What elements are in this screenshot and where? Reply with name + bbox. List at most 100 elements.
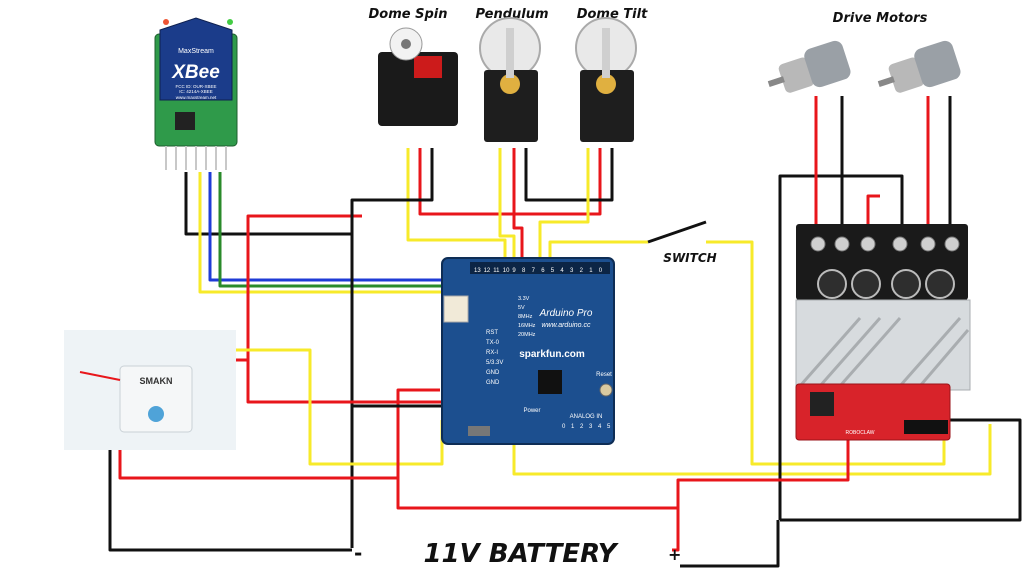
- dome-spin-servo: [378, 27, 458, 126]
- analog-in-label: ANALOG IN: [570, 414, 603, 420]
- power-switch[interactable]: [468, 426, 490, 436]
- controller-header: [904, 420, 948, 434]
- microcontroller-chip: [538, 370, 562, 394]
- digital-pin-label: 12: [484, 268, 491, 274]
- servo-bracket: [580, 70, 634, 142]
- analog-pin-label: 4: [598, 424, 602, 430]
- battery-label: 11V BATTERY: [423, 539, 619, 569]
- reset-label: Reset: [596, 372, 612, 378]
- arduino-title: Arduino Pro: [539, 308, 593, 319]
- xbee-header-pins: [165, 146, 227, 170]
- option-label: 16MHz: [518, 323, 536, 329]
- terminal-screws: [810, 236, 960, 252]
- xbee-yellow-wire: [198, 172, 448, 294]
- arduino-url: www.arduino.cc: [541, 322, 591, 329]
- switch-lever: [647, 220, 707, 244]
- motor-controller: ROBOCLAW: [795, 224, 971, 441]
- left-pin-label: 5/3.3V: [486, 360, 503, 366]
- regulator-brand: SMAKN: [140, 376, 173, 386]
- reset-button[interactable]: [599, 383, 613, 397]
- heatsink: [795, 299, 971, 391]
- battery-plus: +: [668, 545, 681, 564]
- digital-pin-label: 0: [599, 268, 603, 274]
- motor-gearbox: [778, 57, 814, 93]
- xbee-ic: IC: 4214A-XBEE: [179, 89, 213, 94]
- xbee-brand: MaxStream: [178, 48, 214, 55]
- wires: [108, 96, 1022, 568]
- digital-pin-label: 13: [474, 268, 481, 274]
- option-label: 8MHz: [518, 314, 533, 320]
- dome-spin-label: Dome Spin: [369, 7, 448, 22]
- regulator-black-wire: [108, 410, 352, 552]
- digital-pin-label: 11: [493, 268, 500, 274]
- motor-shaft: [877, 76, 895, 87]
- xbee-fcc: FCC ID: OUR-XBEE: [175, 84, 216, 89]
- heatsink-fins: [798, 317, 970, 387]
- power-connector: [443, 295, 469, 323]
- regulator-body: [119, 365, 193, 433]
- left-pin-label: RST: [486, 330, 498, 336]
- regulator-red-wire: [210, 358, 442, 404]
- digital-pin-label: 5: [551, 268, 555, 274]
- xbee-red-wire: [246, 214, 362, 402]
- drive-motor-right: [877, 40, 961, 93]
- left-pin-label: GND: [486, 370, 500, 376]
- motor-can: [804, 40, 851, 88]
- analog-pin-label: 3: [589, 424, 593, 430]
- arduino-pcb: [441, 257, 615, 445]
- battery-red-controller: [676, 436, 850, 508]
- controller-name: ROBOCLAW: [846, 430, 875, 436]
- arduino-yellow-wire: [512, 424, 992, 476]
- shaft: [506, 28, 514, 78]
- xbee-module: MaxStream XBee FCC ID: OUR-XBEE IC: 4214…: [154, 17, 238, 170]
- drive-motor-left: [767, 40, 851, 93]
- digital-pin-label: 6: [541, 268, 545, 274]
- option-label: 5V: [518, 305, 525, 311]
- xbee-black-wire: [184, 172, 352, 236]
- motor-gearbox: [888, 57, 924, 93]
- servo-bracket: [484, 70, 538, 142]
- regulator-logo: [148, 406, 164, 422]
- pendulum-label: Pendulum: [475, 7, 548, 22]
- left-pin-label: TX-0: [486, 340, 500, 346]
- pendulum-black-wire: [524, 148, 614, 202]
- servo-hub: [401, 39, 411, 49]
- digital-pin-label: 9: [512, 268, 516, 274]
- drive-motors-label: Drive Motors: [833, 11, 928, 26]
- regulator-leads: [79, 371, 121, 381]
- xbee-model: XBee: [171, 62, 220, 83]
- dome-spin-black-wire: [350, 148, 434, 548]
- option-label: 3.3V: [518, 296, 530, 302]
- left-pin-label: GND: [486, 380, 500, 386]
- dome-tilt-label: Dome Tilt: [577, 7, 648, 22]
- digital-pin-label: 1: [589, 268, 593, 274]
- servo-gear: [500, 74, 520, 94]
- dome-tilt-yellow-wire: [538, 148, 590, 262]
- switch-yellow-wire-left: [548, 240, 648, 262]
- pendulum-yellow-wire: [498, 148, 516, 262]
- dome-tilt-servo: [575, 17, 637, 142]
- digital-pin-label: 7: [532, 268, 536, 274]
- analog-pin-label: 5: [607, 424, 611, 430]
- battery-black-wire: [680, 520, 780, 568]
- motor-can: [914, 40, 961, 88]
- sparkfun-label: sparkfun.com: [519, 349, 585, 360]
- switch-label: SWITCH: [663, 251, 716, 265]
- battery-minus: -: [354, 541, 362, 565]
- servo-label-sticker: [414, 56, 442, 78]
- capacitors: [817, 269, 955, 299]
- xbee-led-2: [227, 19, 233, 25]
- pendulum-servo: [479, 17, 541, 142]
- xbee-url: www.maxstream.net: [176, 95, 217, 100]
- dome-spin-red-wire: [418, 148, 602, 216]
- digital-header: [470, 262, 610, 274]
- xbee-chip: [175, 112, 195, 130]
- digital-pin-label: 2: [580, 268, 584, 274]
- controller-red-power: [866, 194, 880, 228]
- digital-pin-label: 8: [522, 268, 526, 274]
- digital-pin-label: 3: [570, 268, 574, 274]
